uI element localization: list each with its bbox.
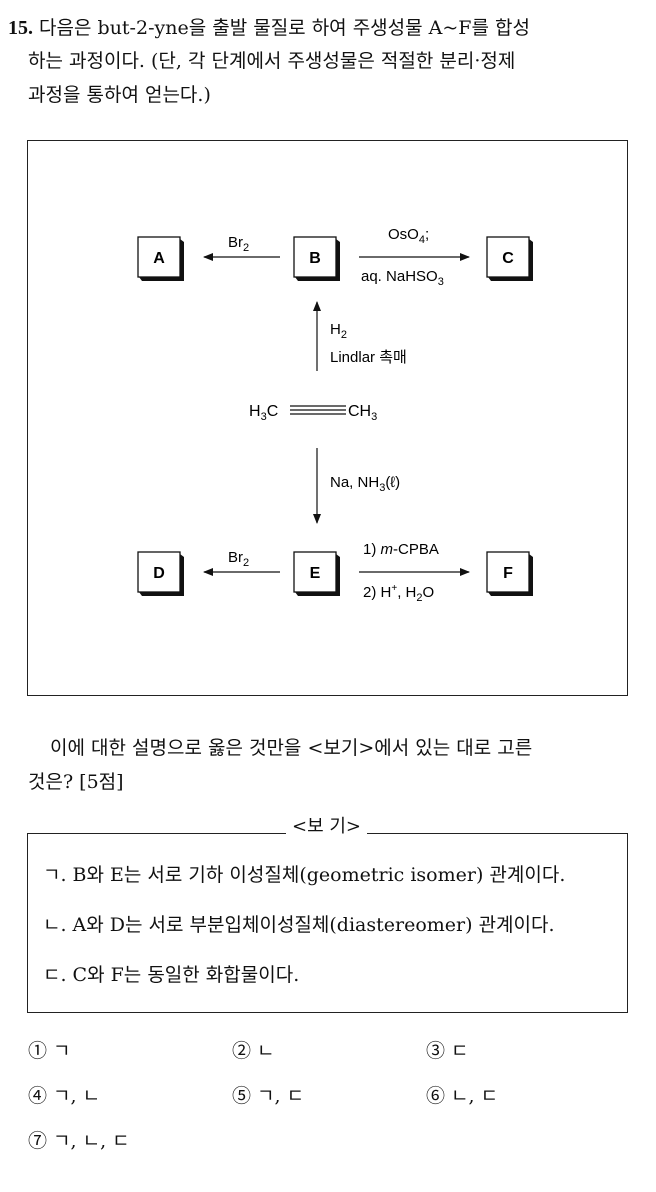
compound-box-d: D <box>137 551 184 596</box>
bogi-title: <보 기> <box>286 818 368 836</box>
start-left-methyl: H3C <box>249 403 278 423</box>
choice-5[interactable]: ⑤ ㄱ, ㄷ <box>232 1085 305 1107</box>
compound-box-c: C <box>486 236 533 281</box>
compound-label-f: F <box>503 565 513 582</box>
compound-box-b: B <box>293 236 340 281</box>
compound-label-b: B <box>309 250 321 267</box>
question-paragraph-1: 이에 대한 설명으로 옳은 것만을 <보기>에서 있는 대로 고른 <box>50 737 533 759</box>
choice-1[interactable]: ① ㄱ <box>28 1040 71 1062</box>
reagent-br2-bottom: Br2 <box>228 549 249 569</box>
scheme-diagram: A B C D E F <box>137 226 533 604</box>
reagent-br2-top: Br2 <box>228 234 249 254</box>
choice-2[interactable]: ② ㄴ <box>232 1040 275 1062</box>
reagent-mcpba: 1) m-CPBA <box>363 541 439 558</box>
compound-label-d: D <box>153 565 165 582</box>
reaction-scheme: A B C D E F <box>27 140 628 696</box>
reagent-oso4: OsO4; <box>388 226 429 246</box>
triple-bond <box>290 405 346 415</box>
compound-label-e: E <box>310 565 321 582</box>
start-right-methyl: CH3 <box>348 403 377 423</box>
bogi-item-1: ㄱ. B와 E는 서로 기하 이성질체(geometric isomer) 관계… <box>43 864 566 886</box>
compound-box-f: F <box>486 551 533 596</box>
question-line-1: 15. 다음은 but-2-yne을 출발 물질로 하여 주생성물 A~F를 합… <box>8 18 530 38</box>
compound-box-a: A <box>137 236 184 281</box>
reagent-lindlar: Lindlar 촉매 <box>330 349 407 366</box>
reagent-acid-water: 2) H+, H2O <box>363 583 434 604</box>
question-text-1: 다음은 but-2-yne을 출발 물질로 하여 주생성물 A~F를 합성 <box>39 17 530 39</box>
question-line-3: 과정을 통하여 얻는다.) <box>28 84 211 106</box>
bogi-item-3: ㄷ. C와 F는 동일한 화합물이다. <box>43 964 300 986</box>
choice-4[interactable]: ④ ㄱ, ㄴ <box>28 1085 101 1107</box>
bogi-item-2: ㄴ. A와 D는 서로 부분입체이성질체(diastereomer) 관계이다. <box>43 914 555 936</box>
reagent-nahso3: aq. NaHSO3 <box>361 268 444 288</box>
choice-3[interactable]: ③ ㄷ <box>426 1040 469 1062</box>
compound-label-c: C <box>502 250 514 267</box>
reagent-h2: H2 <box>330 321 347 341</box>
compound-box-e: E <box>293 551 340 596</box>
question-paragraph-2: 것은? [5점] <box>28 771 124 793</box>
question-number: 15. <box>8 17 33 39</box>
question-line-2: 하는 과정이다. (단, 각 단계에서 주생성물은 적절한 분리·정제 <box>28 50 516 72</box>
compound-label-a: A <box>153 250 165 267</box>
choice-6[interactable]: ⑥ ㄴ, ㄷ <box>426 1085 499 1107</box>
reagent-na-nh3: Na, NH3(ℓ) <box>330 474 400 494</box>
choice-7[interactable]: ⑦ ㄱ, ㄴ, ㄷ <box>28 1130 130 1152</box>
